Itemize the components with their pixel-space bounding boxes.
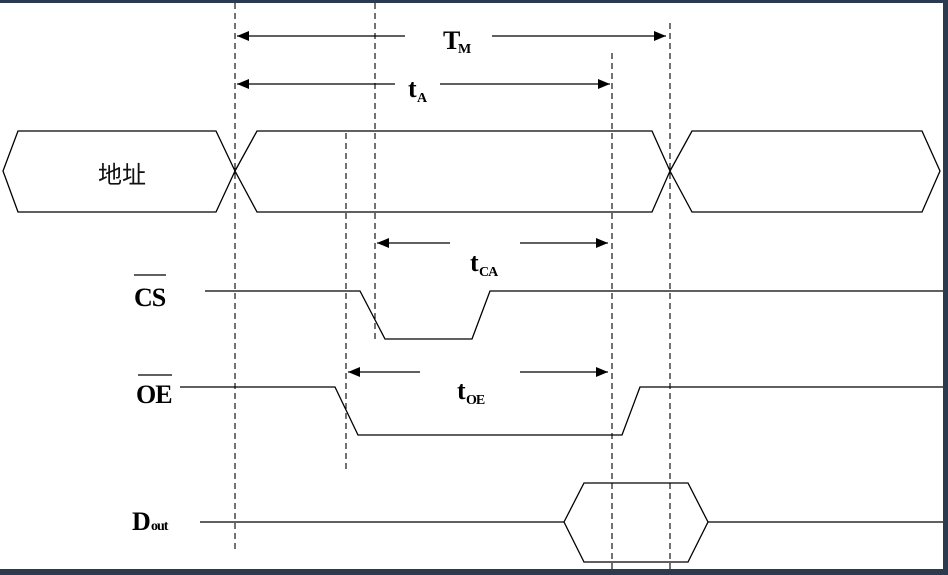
dout-subscript: out [151,519,169,534]
slide-bottom-bar [0,569,948,575]
toe-subscript: OE [466,393,485,408]
tca-label: t [470,248,479,277]
dout-label: D [132,507,150,536]
oe-label: OE [136,380,172,409]
cs-label: CS [134,283,166,312]
ta-label: t [408,74,417,103]
toe-dimension: t OE [348,367,608,408]
timing-diagram: T M t A 地址 t CA [2,3,943,569]
oe-waveform: OE [136,374,943,436]
address-waveform: 地址 [2,130,941,213]
tm-label: T [443,26,460,55]
ta-dimension: t A [237,74,610,106]
timing-diagram-canvas: T M t A 地址 t CA [0,3,943,569]
tm-subscript: M [458,42,471,57]
tca-dimension: t CA [377,238,608,280]
dout-waveform: D out [132,482,943,563]
tm-dimension: T M [237,26,666,57]
cs-waveform: CS [134,274,943,340]
toe-label: t [457,376,466,405]
tca-subscript: CA [479,265,499,280]
ta-subscript: A [417,91,428,106]
address-label: 地址 [98,161,146,189]
